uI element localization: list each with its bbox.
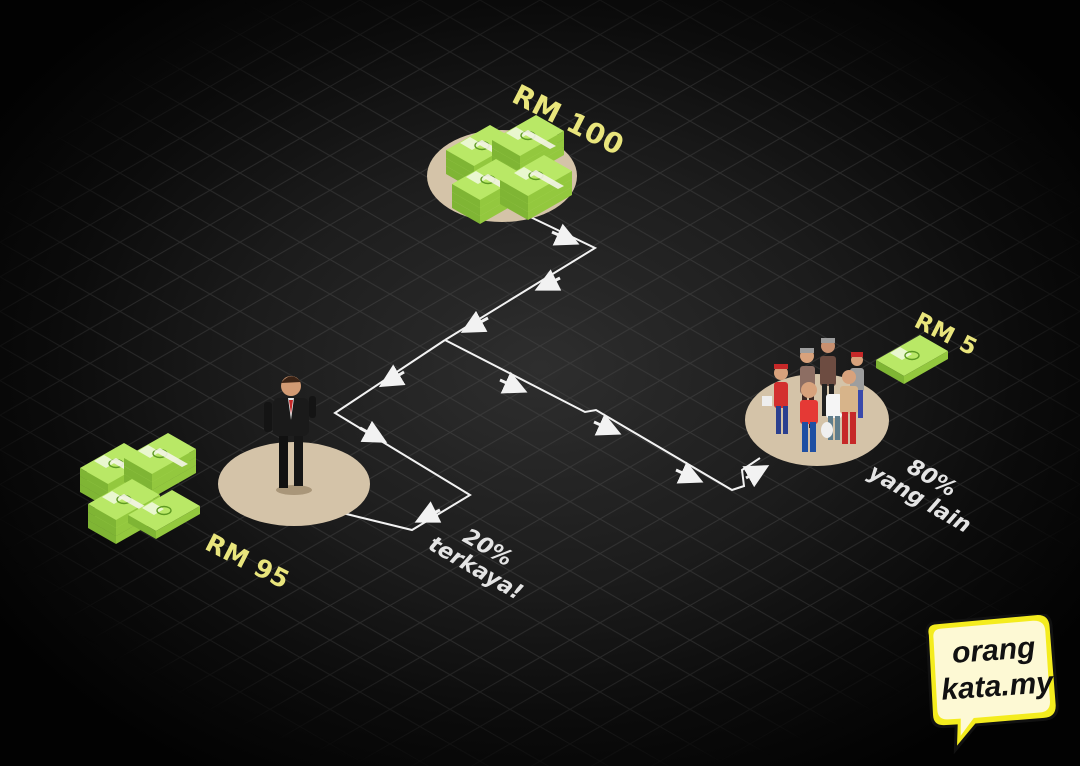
brand-wordmark: orang kata.my — [938, 629, 1054, 708]
flow-arrows — [359, 223, 770, 523]
orangkata-logo — [925, 614, 1059, 754]
crowd-icon — [762, 338, 864, 452]
businessman-icon — [264, 376, 316, 495]
rich-group — [80, 376, 370, 544]
flow-path — [329, 211, 761, 532]
brand-line-2: kata.my — [940, 666, 1054, 707]
top-money-pile — [427, 115, 577, 224]
others-group — [745, 334, 953, 466]
